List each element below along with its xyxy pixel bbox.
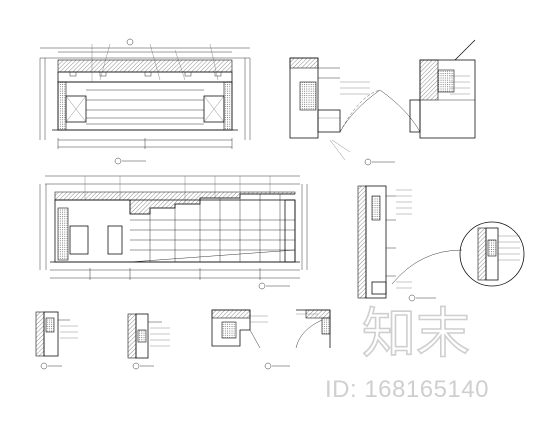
watermark-id-label: ID: 168165140 bbox=[325, 376, 489, 403]
watermark-logo: 知末 bbox=[362, 301, 471, 360]
watermark-logo-text: 知末 bbox=[362, 302, 470, 360]
detail-b bbox=[127, 313, 170, 370]
door-section-detail bbox=[289, 39, 476, 166]
elevation-2 bbox=[39, 175, 308, 290]
vertical-wall-section bbox=[357, 185, 525, 302]
elevation-1 bbox=[39, 38, 251, 165]
detail-c bbox=[211, 309, 290, 370]
detail-d bbox=[295, 309, 331, 349]
detail-a bbox=[35, 311, 78, 370]
